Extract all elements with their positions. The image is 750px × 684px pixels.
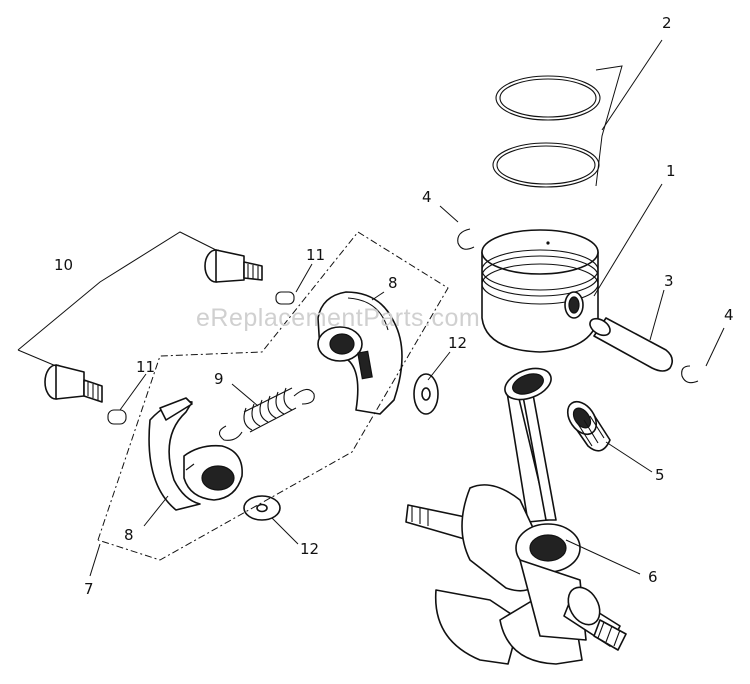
callout-11-lower: 11 <box>136 358 155 376</box>
clutch-shoe-lower <box>148 397 243 511</box>
piston <box>481 229 599 353</box>
clutch-shoe-upper <box>317 291 403 415</box>
callout-7: 7 <box>84 580 94 598</box>
callout-12-upper: 12 <box>448 334 467 352</box>
callout-10: 10 <box>54 256 73 274</box>
callout-6: 6 <box>648 568 658 586</box>
callout-12-lower: 12 <box>300 540 319 558</box>
piston-rings <box>492 75 601 188</box>
needle-bearing <box>566 400 611 452</box>
piston-pin <box>589 317 674 372</box>
callout-5: 5 <box>655 466 665 484</box>
callout-11-upper: 11 <box>306 246 325 264</box>
callout-8-upper-shoe: 8 <box>388 274 398 292</box>
watermark-text: eReplacementParts.com <box>196 304 480 332</box>
callout-1: 1 <box>666 162 676 180</box>
clutch-assembly-outline <box>97 231 449 561</box>
callout-4-clip-left: 4 <box>422 188 432 206</box>
flat-washers <box>243 373 439 521</box>
leader-lines <box>17 39 725 577</box>
callout-4-clip-right: 4 <box>724 306 734 324</box>
callout-3: 3 <box>664 272 674 290</box>
callout-2: 2 <box>662 14 672 32</box>
clutch-spring <box>218 387 315 441</box>
retaining-clips <box>457 228 699 384</box>
callout-8-lower-shoe: 8 <box>124 526 134 544</box>
callout-labels: 2 1 4 3 4 5 6 7 8 8 9 10 11 11 12 12 <box>54 14 734 598</box>
spring-washers <box>107 291 295 425</box>
callout-9: 9 <box>214 370 224 388</box>
crankshaft <box>405 367 627 665</box>
